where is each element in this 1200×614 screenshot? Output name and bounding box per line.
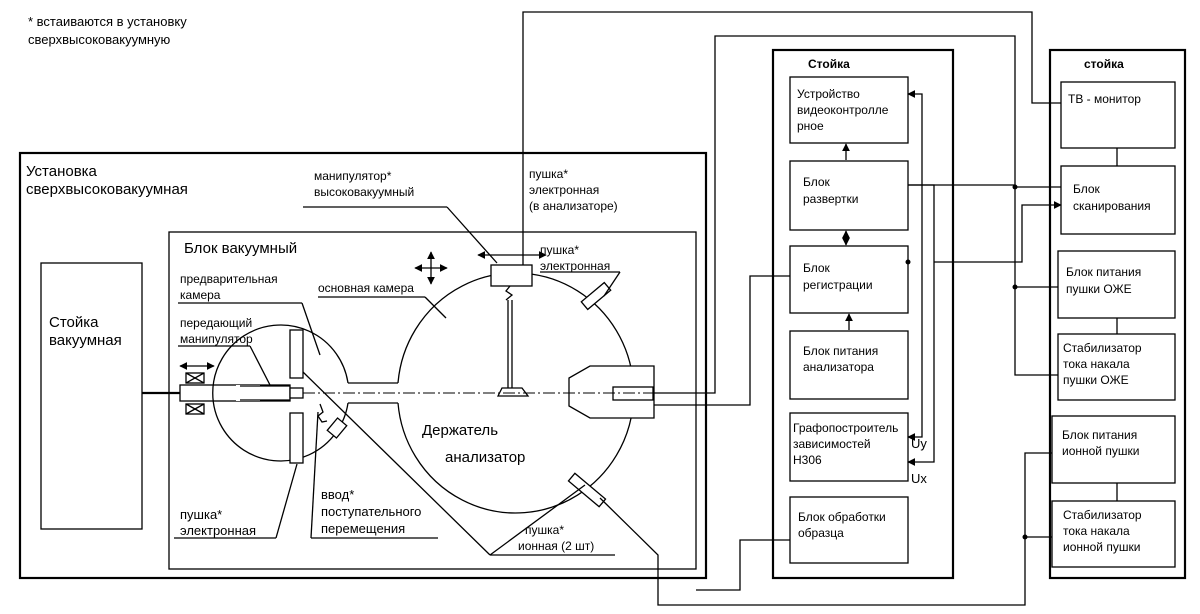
vacuum-block-title: Блок вакуумный [184, 240, 297, 257]
tv-monitor-label: ТВ - монитор [1068, 92, 1141, 106]
rack1-title: Стойка [808, 57, 850, 71]
sample-processing-label-1: Блок обработки [798, 510, 886, 524]
right-gun-label-2: электронная [540, 259, 610, 273]
scan-box [1060, 165, 1176, 235]
auger-psu-label-2: пушки ОЖЕ [1066, 282, 1132, 296]
registration-box [789, 245, 909, 314]
auger-psu-box [1057, 250, 1176, 319]
uy-label: Uy [911, 436, 927, 451]
input-label-2: поступательного [321, 504, 421, 519]
left-gun-label-2: электронная [180, 523, 256, 538]
plotter-label-3: Н306 [793, 453, 822, 467]
holder-label-1: Держатель [422, 422, 498, 439]
sweep-label-1: Блок [803, 175, 831, 189]
ion-gun-label-2: ионная (2 шт) [518, 539, 594, 553]
vacuum-stand-label-1: Стойка [49, 314, 99, 331]
holder-label-2: анализатор [445, 449, 525, 466]
input-label-1: ввод* [321, 487, 354, 502]
ion-psu-box [1051, 415, 1176, 484]
transfer-manipulator-label-2: манипулятор [180, 332, 253, 346]
footnote-line-1: * встаиваются в установку [28, 14, 187, 29]
footnote-line-2: сверхвысоковакуумную [28, 32, 171, 47]
ion-stab-label-2: тока накала [1063, 524, 1130, 538]
ion-stab-label-3: ионной пушки [1063, 540, 1140, 554]
tv-monitor-box [1060, 81, 1176, 149]
auger-stab-label-1: Стабилизатор [1063, 341, 1142, 355]
sample-processing-box [789, 496, 909, 564]
transfer-manipulator-label-1: передающий [180, 316, 252, 330]
manipulator-label-1: манипулятор* [314, 169, 392, 183]
analyzer-gun-label-1: пушка* [529, 167, 568, 181]
ion-psu-label-2: ионной пушки [1062, 444, 1139, 458]
sweep-label-2: развертки [803, 192, 859, 206]
analyzer-psu-label-1: Блок питания [803, 344, 878, 358]
analyzer-gun-label-3: (в анализаторе) [529, 199, 618, 213]
registration-label-1: Блок [803, 261, 831, 275]
analyzer-psu-label-2: анализатора [803, 360, 874, 374]
video-controller-label-3: рное [797, 119, 824, 133]
right-gun-label-1: пушка* [540, 243, 579, 257]
analyzer-gun-label-2: электронная [529, 183, 599, 197]
rack2-title: стойка [1084, 57, 1124, 71]
auger-stab-label-3: пушки ОЖЕ [1063, 373, 1129, 387]
plotter-label-2: зависимостей [793, 437, 871, 451]
sweep-box [789, 160, 909, 231]
installation-title-1: Установка [26, 163, 98, 180]
registration-label-2: регистрации [803, 278, 873, 292]
vacuum-stand-label-2: вакуумная [49, 332, 122, 349]
input-label-3: перемещения [321, 521, 405, 536]
manipulator-label-2: высоковакуумный [314, 185, 414, 199]
vacuum-block-frame [168, 231, 697, 570]
analyzer-psu-box [789, 330, 909, 400]
installation-frame [18, 151, 708, 580]
rack2-frame [1048, 48, 1187, 580]
ion-stab-label-1: Стабилизатор [1063, 508, 1142, 522]
video-controller-box [789, 76, 909, 144]
ux-label: Ux [911, 471, 927, 486]
ion-psu-label-1: Блок питания [1062, 428, 1137, 442]
ion-stab-box [1051, 500, 1176, 568]
rack1-frame [771, 48, 955, 580]
auger-stab-label-2: тока накала [1063, 357, 1130, 371]
left-gun-label-1: пушка* [180, 507, 222, 522]
scan-label-2: сканирования [1073, 199, 1151, 213]
sample-processing-label-2: образца [798, 526, 844, 540]
video-controller-label-1: Устройство [797, 87, 860, 101]
plotter-box [789, 412, 909, 482]
installation-title-2: сверхвысоковакуумная [26, 181, 188, 198]
ion-gun-label-1: пушка* [525, 523, 564, 537]
auger-stab-box [1057, 333, 1176, 401]
plotter-label-1: Графопостроитель [793, 421, 898, 435]
vacuum-stand-box [40, 262, 143, 530]
main-chamber-label: основная камера [318, 281, 414, 295]
prechamber-label-2: камера [180, 288, 221, 302]
video-controller-label-2: видеоконтролле [797, 103, 889, 117]
prechamber-label-1: предварительная [180, 272, 278, 286]
scan-label-1: Блок [1073, 182, 1101, 196]
auger-psu-label-1: Блок питания [1066, 265, 1141, 279]
